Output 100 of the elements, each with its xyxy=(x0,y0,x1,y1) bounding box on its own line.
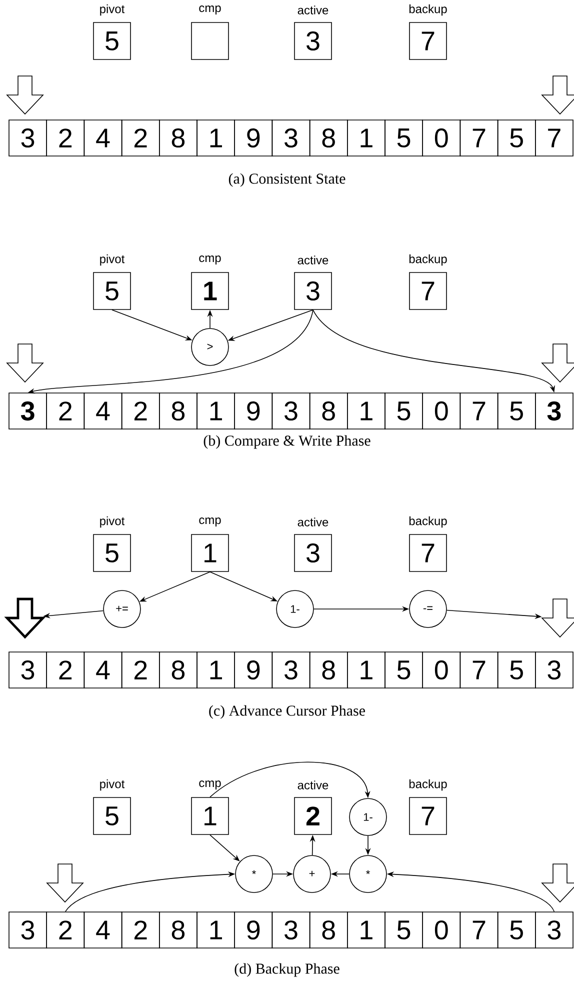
caption: (d) Backup Phase xyxy=(234,963,340,977)
cursor-arrow xyxy=(6,76,44,115)
register-box: 7 xyxy=(409,534,447,572)
cursor-arrow xyxy=(541,76,574,115)
array-cell: 3 xyxy=(8,120,47,156)
cursor-arrow xyxy=(46,864,84,903)
array-cell: 4 xyxy=(84,912,122,948)
array-cell: 3 xyxy=(8,392,47,430)
array-cell: 7 xyxy=(535,120,574,156)
array-cell: 8 xyxy=(309,120,348,156)
array-cell: 3 xyxy=(272,392,310,430)
array-cell: 9 xyxy=(234,652,273,688)
register-label: active xyxy=(298,518,328,526)
cursor-arrow xyxy=(6,344,44,383)
array-cell: 2 xyxy=(46,120,85,156)
array-cell: 5 xyxy=(384,912,423,948)
array-cell: 1 xyxy=(196,652,235,688)
array-cell: 5 xyxy=(497,652,536,688)
array-cell: 5 xyxy=(497,120,536,156)
array-cell: 8 xyxy=(159,652,198,688)
array-cell: 1 xyxy=(347,652,386,688)
array-cell: 2 xyxy=(121,120,160,156)
array-cell: 8 xyxy=(309,652,348,688)
array-cell: 2 xyxy=(46,392,85,430)
array-cell: 8 xyxy=(159,392,198,430)
array-cell: 2 xyxy=(121,392,160,430)
array-cell: 9 xyxy=(234,120,273,156)
array-cell: 1 xyxy=(347,392,386,430)
register-box: 5 xyxy=(93,22,131,60)
register-box: 1 xyxy=(191,797,229,835)
caption: (b) Compare & Write Phase xyxy=(204,435,370,449)
register-box: 1 xyxy=(191,534,229,572)
register-label: cmp xyxy=(199,256,221,264)
array-cell: 1 xyxy=(196,912,235,948)
register-label: pivot xyxy=(100,254,125,266)
array-cell: 0 xyxy=(422,652,461,688)
register-label: active xyxy=(298,780,328,790)
array-cell: 0 xyxy=(422,392,461,430)
array-cell: 2 xyxy=(121,652,160,688)
register-box: 3 xyxy=(294,22,332,60)
register-box: 1 xyxy=(191,272,229,310)
array-cell: 3 xyxy=(272,120,310,156)
caption: (a) Consistent State xyxy=(228,173,346,187)
register-label: backup xyxy=(409,779,447,791)
array-cell: 3 xyxy=(8,652,47,688)
register-box: 5 xyxy=(93,797,131,835)
array-cell: 2 xyxy=(121,912,160,948)
array-cell: 3 xyxy=(272,652,310,688)
register-box: 5 xyxy=(93,272,131,310)
cursor-arrow xyxy=(541,344,574,383)
array-cell: 3 xyxy=(535,392,574,430)
array-cell: 5 xyxy=(497,912,536,948)
array-cell: 7 xyxy=(460,120,498,156)
register-box: 3 xyxy=(294,272,332,310)
array-cell: 0 xyxy=(422,120,461,156)
array-cell: 8 xyxy=(159,912,198,948)
register-label: cmp xyxy=(199,518,221,526)
array-cell: 4 xyxy=(84,392,122,430)
array-cell: 2 xyxy=(46,912,85,948)
array-cell: 5 xyxy=(384,392,423,430)
array-cell: 1 xyxy=(196,120,235,156)
array-cell: 9 xyxy=(234,912,273,948)
array-cell: 8 xyxy=(309,912,348,948)
array-cell: 5 xyxy=(384,652,423,688)
register-label: pivot xyxy=(100,516,125,528)
array-cell: 1 xyxy=(347,912,386,948)
array-cell: 3 xyxy=(535,912,574,948)
register-label: cmp xyxy=(199,6,221,14)
register-box: 2 xyxy=(294,797,332,835)
array-cell: 3 xyxy=(8,912,47,948)
register-box: 3 xyxy=(294,534,332,572)
register-label: pivot xyxy=(100,779,125,791)
array-cell: 4 xyxy=(84,652,122,688)
register-label: cmp xyxy=(199,780,221,790)
array-cell: 4 xyxy=(84,120,122,156)
register-box: 7 xyxy=(409,797,447,835)
array-cell: 7 xyxy=(460,652,498,688)
array-cell: 3 xyxy=(272,912,310,948)
array-cell: 8 xyxy=(159,120,198,156)
array-cell: 3 xyxy=(535,652,574,688)
array-cell: 1 xyxy=(347,120,386,156)
array-cell: 2 xyxy=(46,652,85,688)
cursor-arrow xyxy=(4,598,46,639)
register-label: backup xyxy=(409,254,447,266)
array-cell: 5 xyxy=(384,120,423,156)
register-label: backup xyxy=(409,516,447,528)
register-label: pivot xyxy=(100,4,125,16)
register-box: 7 xyxy=(409,272,447,310)
register-box: 7 xyxy=(409,22,447,60)
cursor-arrow xyxy=(541,598,574,638)
array-cell: 7 xyxy=(460,912,498,948)
register-label: active xyxy=(298,256,328,264)
array-cell: 9 xyxy=(234,392,273,430)
array-cell: 5 xyxy=(497,392,536,430)
register-box: 5 xyxy=(93,534,131,572)
caption: (c) Advance Cursor Phase xyxy=(209,705,365,719)
register-label: backup xyxy=(409,4,447,16)
array-cell: 7 xyxy=(460,392,498,430)
register-label: active xyxy=(298,6,328,14)
cursor-arrow xyxy=(541,864,574,903)
